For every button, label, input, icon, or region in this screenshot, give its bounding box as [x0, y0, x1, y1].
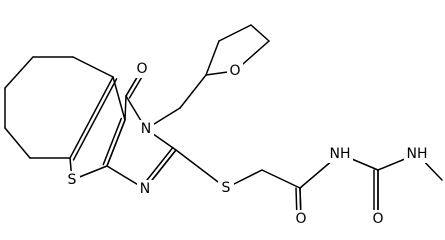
atom-label-layer: O O N S N S NH NH O O — [64, 60, 430, 228]
bond-c3-c4 — [4, 56, 34, 89]
amide-nh-label: NH — [330, 146, 351, 162]
bond-c1-c2 — [72, 56, 114, 78]
bond-ch2-thfC — [179, 74, 207, 109]
bond-c5-c6 — [4, 127, 31, 159]
pyrimidine-n3-label: N — [141, 121, 151, 137]
double-bond-c7-c1-b — [72, 78, 118, 161]
bond-t1-t2 — [205, 40, 220, 76]
double-bond-c8-c9b-a — [106, 119, 126, 167]
bond-t2-t3 — [218, 24, 252, 42]
bond-t3-t4 — [250, 24, 270, 42]
urea-oxygen-label: O — [372, 211, 383, 227]
double-bond-c7-c1-a — [69, 76, 114, 159]
thiophene-sulfur-label: S — [68, 172, 77, 188]
carbonyl-oxygen-label: O — [136, 61, 147, 77]
amide-oxygen-label: O — [295, 211, 306, 227]
bond-c1-c8 — [112, 76, 126, 121]
bond-ch2b-cAm — [261, 169, 301, 189]
thioether-sulfur-label: S — [222, 180, 231, 196]
pyrimidine-n1-label: N — [140, 181, 150, 197]
ring-oxygen-label: O — [229, 63, 240, 79]
methylamine-nh-label: NH — [407, 146, 428, 162]
bond-c8-c10 — [124, 95, 127, 121]
double-bond-c8-c9b-b — [102, 117, 123, 166]
bond-c2p-sS — [175, 149, 227, 189]
